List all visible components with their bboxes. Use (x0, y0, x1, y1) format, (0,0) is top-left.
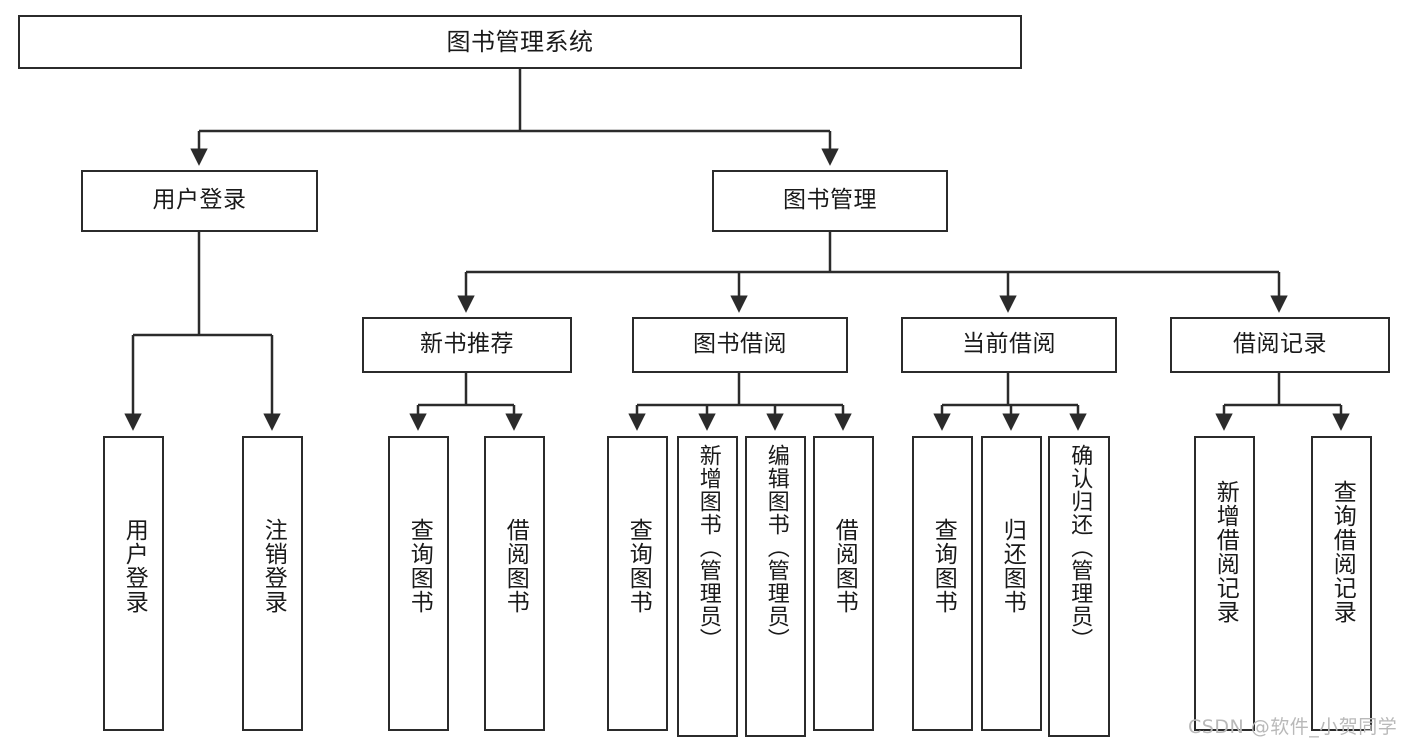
node-label: 新增图书（管理员） (695, 444, 721, 651)
node-label: 图书借阅 (693, 331, 787, 358)
node-label: 借阅图书 (502, 518, 529, 614)
node-leaf-confirm-return-admin[interactable]: 确认归还（管理员） (1048, 436, 1110, 737)
node-label: 查询图书 (930, 518, 957, 614)
node-leaf-edit-book-admin[interactable]: 编辑图书（管理员） (745, 436, 806, 737)
node-label: 编辑图书（管理员） (763, 444, 789, 651)
node-label: 图书管理系统 (446, 27, 594, 56)
node-new-book-recommend[interactable]: 新书推荐 (362, 317, 572, 373)
node-book-borrow[interactable]: 图书借阅 (632, 317, 848, 373)
node-label: 归还图书 (999, 518, 1026, 614)
node-label: 用户登录 (152, 187, 247, 214)
node-leaf-query-book-recommend[interactable]: 查询图书 (388, 436, 449, 731)
node-label: 注销登录 (260, 518, 287, 614)
node-label: 查询借阅记录 (1329, 480, 1356, 624)
node-leaf-query-book-current[interactable]: 查询图书 (912, 436, 973, 731)
node-borrow-record[interactable]: 借阅记录 (1170, 317, 1390, 373)
node-current-borrow[interactable]: 当前借阅 (901, 317, 1117, 373)
node-label: 查询图书 (406, 518, 433, 614)
node-label: 借阅图书 (831, 518, 858, 614)
csdn-watermark: CSDN @软件_小贺同学 (1188, 716, 1398, 738)
node-user-login[interactable]: 用户登录 (81, 170, 318, 232)
node-root-book-management-system[interactable]: 图书管理系统 (18, 15, 1022, 69)
node-label: 新增借阅记录 (1212, 480, 1239, 624)
node-label: 用户登录 (121, 518, 148, 614)
node-leaf-add-book-admin[interactable]: 新增图书（管理员） (677, 436, 738, 737)
node-label: 当前借阅 (962, 331, 1056, 358)
node-label: 新书推荐 (420, 331, 514, 358)
node-leaf-query-book-borrow[interactable]: 查询图书 (607, 436, 668, 731)
node-leaf-user-login[interactable]: 用户登录 (103, 436, 164, 731)
node-label: 借阅记录 (1233, 331, 1327, 358)
node-leaf-add-borrow-record[interactable]: 新增借阅记录 (1194, 436, 1255, 731)
node-leaf-borrow-book-recommend[interactable]: 借阅图书 (484, 436, 545, 731)
node-book-manage[interactable]: 图书管理 (712, 170, 948, 232)
node-leaf-query-borrow-record[interactable]: 查询借阅记录 (1311, 436, 1372, 731)
node-leaf-user-logout[interactable]: 注销登录 (242, 436, 303, 731)
node-label: 确认归还（管理员） (1067, 444, 1093, 651)
node-label: 查询图书 (625, 518, 652, 614)
node-label: 图书管理 (783, 187, 877, 214)
node-leaf-return-book[interactable]: 归还图书 (981, 436, 1042, 731)
node-leaf-borrow-book-borrow[interactable]: 借阅图书 (813, 436, 874, 731)
